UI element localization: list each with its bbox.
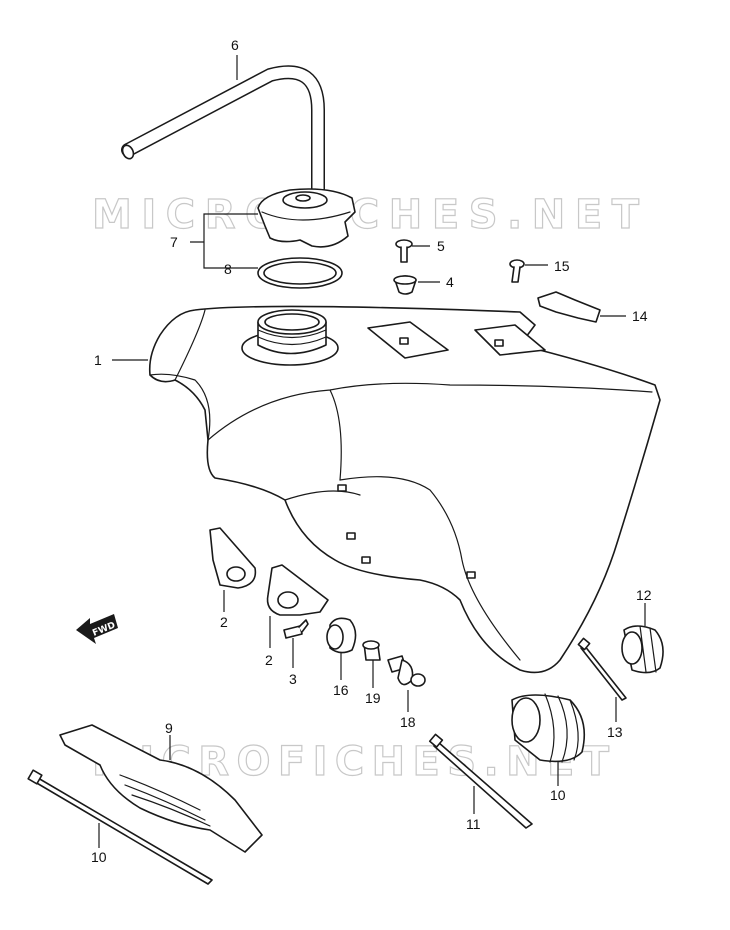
callout-7: 8 <box>224 261 232 277</box>
callout-12: 11 <box>466 816 481 832</box>
bolt-3 <box>283 619 309 639</box>
fuel-tank <box>148 305 661 674</box>
callout-6: 7 <box>170 234 178 250</box>
callout-18: 18 <box>400 714 416 730</box>
collar-19 <box>362 640 381 661</box>
callout-17: 16 <box>333 682 349 698</box>
grommet-17 <box>326 617 357 654</box>
callout-14: 13 <box>607 724 623 740</box>
bracket-lower <box>266 564 329 616</box>
fuel-cap <box>257 188 356 248</box>
callout-15: 14 <box>632 308 648 324</box>
tank-strap-9 <box>59 724 263 853</box>
leader-6-7 <box>190 213 258 269</box>
breather-hose <box>121 65 325 207</box>
callout-4: 4 <box>446 274 454 290</box>
callout-8: 6 <box>231 37 239 53</box>
callout-9: 9 <box>165 720 173 736</box>
boot-13 <box>621 625 664 674</box>
forward-arrow-icon: FWD <box>76 614 118 644</box>
callout-2b: 2 <box>265 652 273 668</box>
callout-3: 3 <box>289 671 297 687</box>
cushion-4 <box>393 275 417 295</box>
callout-5: 5 <box>437 238 445 254</box>
screw-5 <box>395 239 413 263</box>
bolt-18 <box>387 655 426 687</box>
callout-11: 10 <box>550 787 566 803</box>
screw-16 <box>509 259 525 283</box>
cable-tie-14 <box>577 637 627 701</box>
callout-1: 1 <box>94 352 102 368</box>
bracket-upper <box>209 527 257 589</box>
clamp-15 <box>537 291 601 323</box>
callout-10: 10 <box>91 849 107 865</box>
cable-tie-12 <box>428 733 533 829</box>
callout-13: 12 <box>636 587 652 603</box>
watermark-top: MICROFICHES.NET <box>92 192 642 238</box>
cable-tie-10 <box>27 769 213 885</box>
callout-2a: 2 <box>220 614 228 630</box>
callout-19: 19 <box>365 690 381 706</box>
callout-16: 15 <box>554 258 570 274</box>
cap-gasket <box>257 257 343 289</box>
boot-11 <box>511 693 586 763</box>
